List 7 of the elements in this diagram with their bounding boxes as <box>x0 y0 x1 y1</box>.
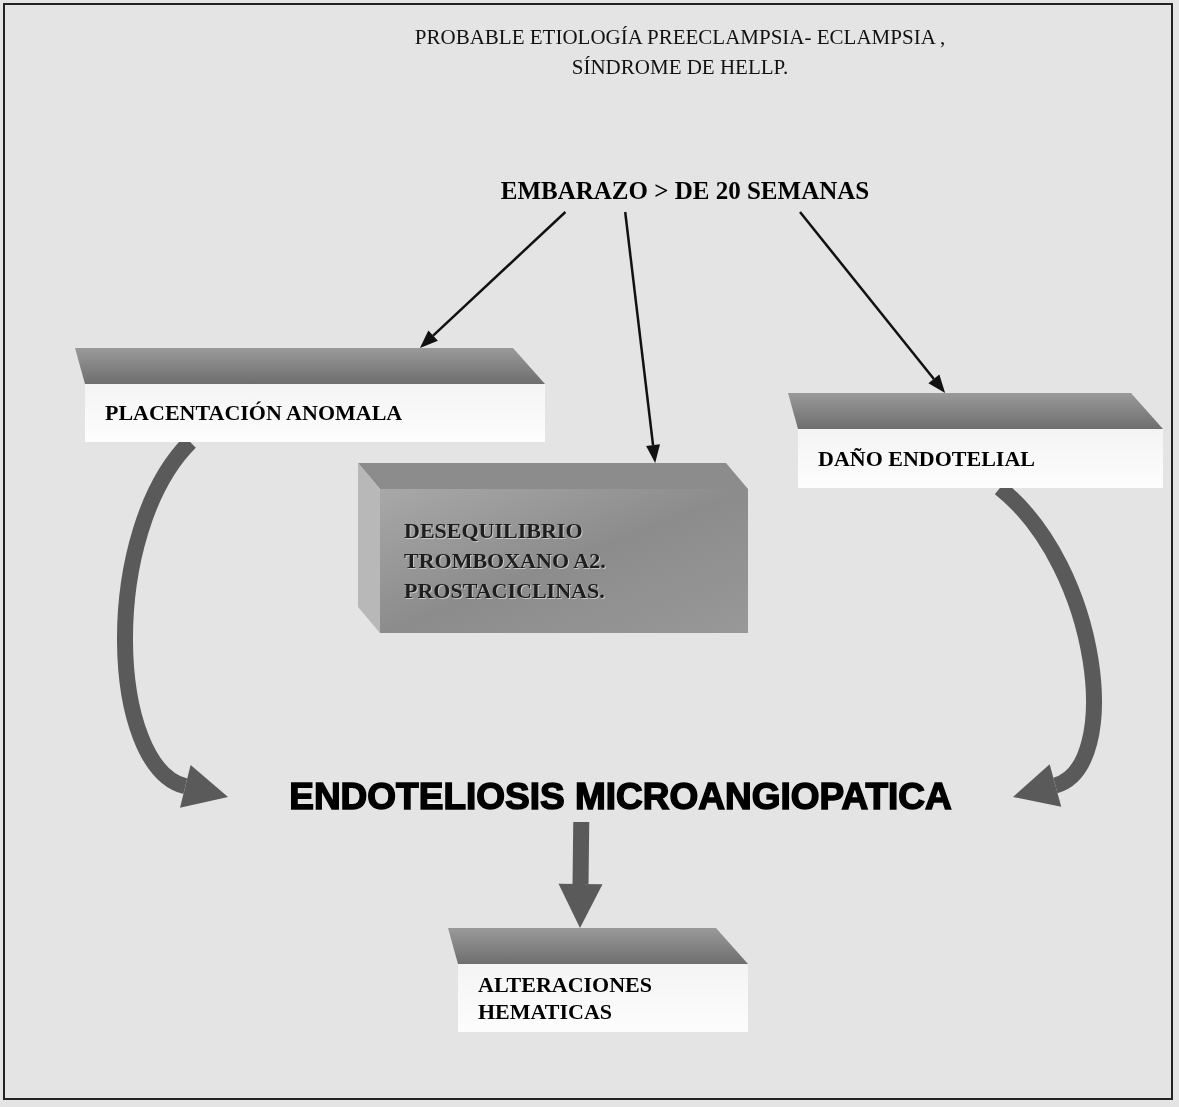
arrow <box>420 211 567 348</box>
heavy-heading-text: ENDOTELIOSIS MICROANGIOPATICA <box>228 772 1013 822</box>
title: PROBABLE ETIOLOGÍA PREECLAMPSIA- ECLAMPSIA , SÍNDROME DE HELLP. <box>413 24 947 81</box>
heading-text: EMBARAZO > DE 20 SEMANAS <box>455 170 915 212</box>
arrow <box>623 211 660 463</box>
arrow <box>799 211 946 393</box>
block-arrow <box>558 821 603 928</box>
